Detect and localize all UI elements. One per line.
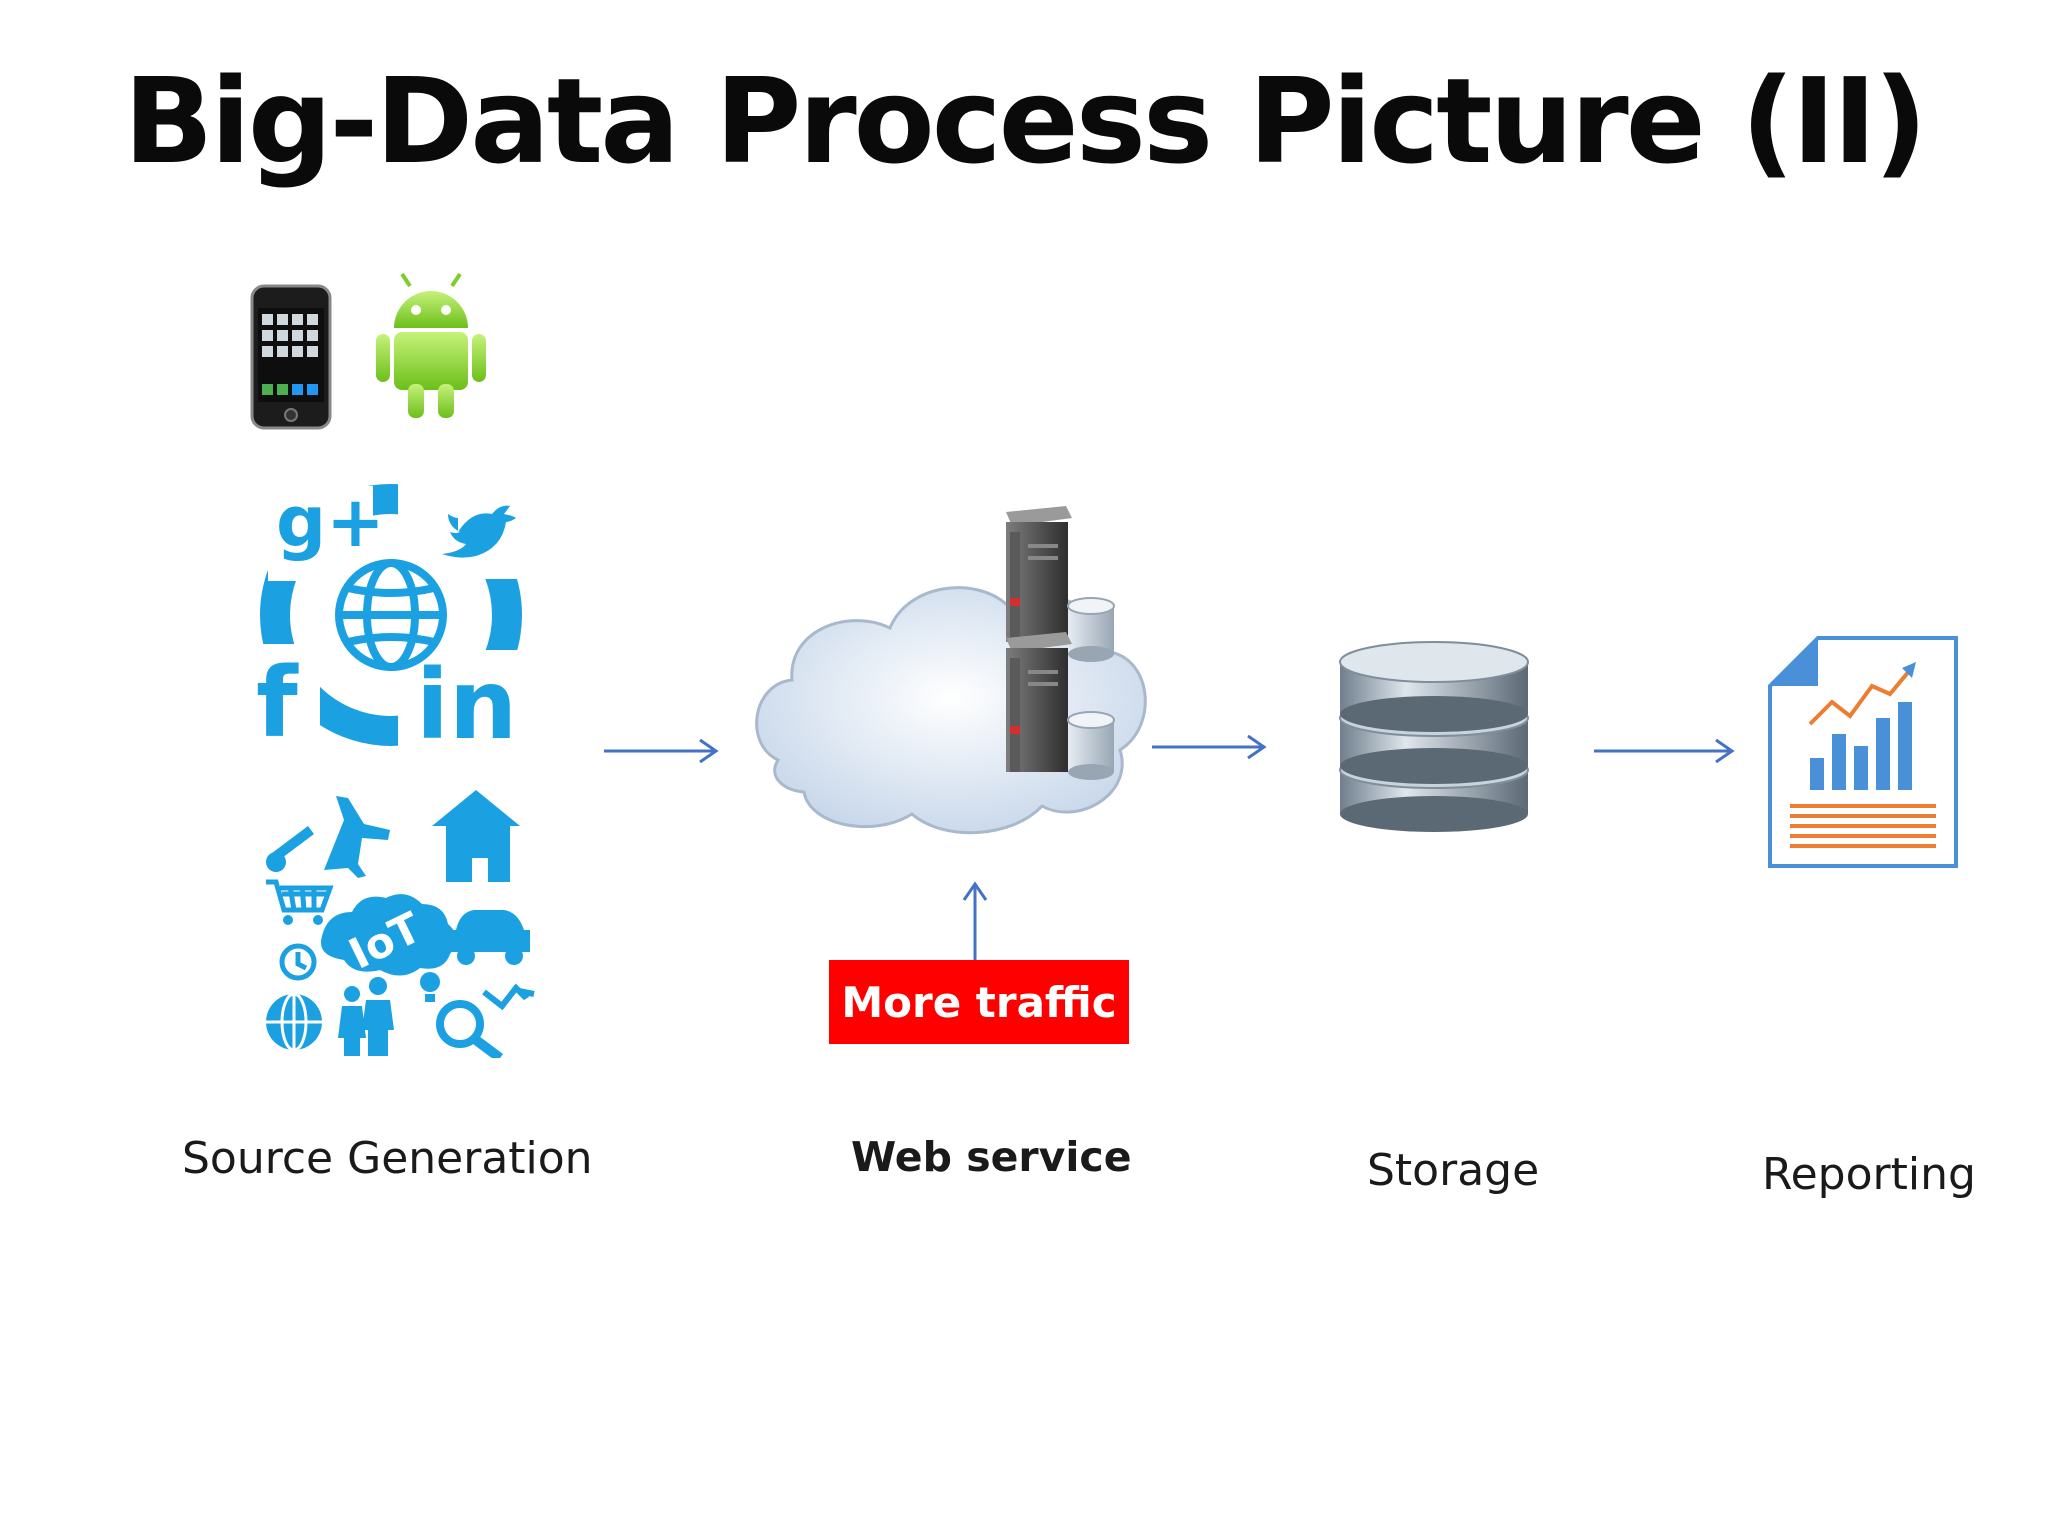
android-icon [376,272,486,418]
smartphone-icon [250,284,332,430]
social-media-icon: g+ f in [250,481,532,756]
flow-arrow-2 [1152,734,1267,760]
stage-label-web-service: Web service [851,1133,1132,1181]
cloud-icon [755,506,1147,835]
report-icon [1768,636,1958,868]
database-icon [1339,641,1529,832]
iot-icon: IoT [266,790,535,1058]
stage-label-source-generation: Source Generation [182,1133,593,1184]
stage-label-storage: Storage [1367,1145,1540,1196]
svg-text:g+: g+ [276,481,385,563]
server-icon [1006,506,1115,662]
flow-arrow-3 [1594,738,1735,764]
slide-title: Big-Data Process Picture (II) [123,52,1927,190]
svg-text:f: f [256,647,299,756]
svg-text:in: in [416,649,517,756]
more-traffic-badge: More traffic [829,960,1129,1044]
flow-arrow-1 [604,738,719,764]
server-icon [1006,632,1115,780]
stage-label-reporting: Reporting [1762,1149,1976,1200]
